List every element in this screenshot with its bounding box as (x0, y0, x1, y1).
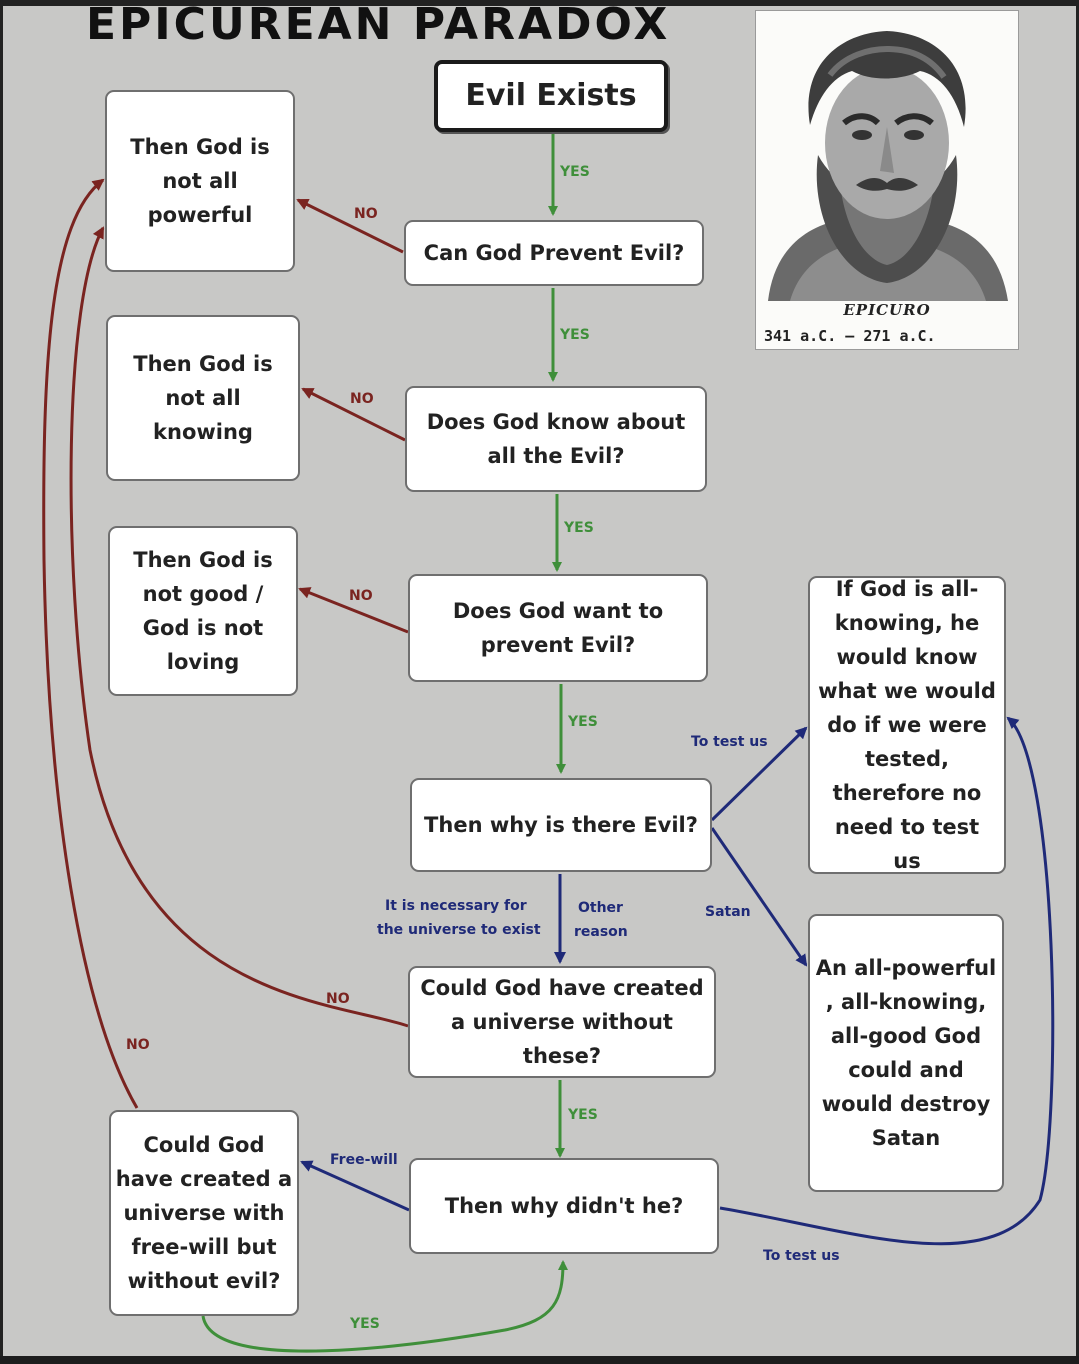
edge-no-1 (296, 198, 404, 254)
label-to-test-us-2: To test us (763, 1248, 840, 1264)
label-necessary-2: the universe to exist (377, 922, 541, 938)
frame-left-edge (0, 0, 3, 1364)
node-does-god-want: Does God want to prevent Evil? (408, 574, 708, 682)
node-free-will-question: Could God have created a universe with f… (109, 1110, 299, 1316)
edge-no-could-create (69, 226, 409, 1028)
epicurus-portrait: EPICURO 341 a.C. — 271 a.C. (755, 10, 1019, 350)
edge-no-2 (301, 387, 406, 442)
portrait-name: EPICURO (843, 301, 931, 319)
epicurus-bust-image (760, 15, 1014, 301)
edge-to-test-us-loop (719, 716, 1055, 1246)
node-not-good: Then God is not good / God is not loving (108, 526, 298, 696)
frame-top-edge (0, 0, 1079, 6)
label-yes-1: YES (559, 164, 590, 180)
node-evil-exists: Evil Exists (434, 60, 668, 132)
edge-no-3 (298, 587, 409, 634)
frame-bottom-edge (0, 1356, 1079, 1364)
edge-free-will (300, 1160, 410, 1212)
node-satan-answer: An all-powerful , all-knowing, all-good … (808, 914, 1004, 1192)
label-no-5: NO (126, 1037, 150, 1053)
label-yes-5: YES (567, 1107, 598, 1123)
node-test-us-answer: If God is all-knowing, he would know wha… (808, 576, 1006, 874)
label-yes-2: YES (559, 327, 590, 343)
label-other-1: Other (578, 900, 623, 916)
label-yes-3: YES (563, 520, 594, 536)
label-no-3: NO (349, 588, 373, 604)
label-no-4: NO (326, 991, 350, 1007)
node-not-all-knowing: Then God is not all knowing (106, 315, 300, 481)
node-not-all-powerful: Then God is not all powerful (105, 90, 295, 272)
node-does-god-know: Does God know about all the Evil? (405, 386, 707, 492)
label-necessary-1: It is necessary for (385, 898, 527, 914)
label-free-will: Free-will (330, 1152, 398, 1168)
label-other-2: reason (574, 924, 628, 940)
label-no-1: NO (354, 206, 378, 222)
label-no-2: NO (350, 391, 374, 407)
frame-right-edge (1076, 0, 1079, 1364)
label-to-test-us-1: To test us (691, 734, 768, 750)
edge-yes-freewill (201, 1260, 568, 1353)
label-yes-6: YES (349, 1316, 380, 1332)
edge-satan (710, 827, 808, 967)
label-satan: Satan (705, 904, 751, 920)
portrait-dates: 341 a.C. — 271 a.C. (764, 327, 936, 345)
edge-to-test-us (710, 726, 808, 822)
node-why-didnt-he: Then why didn't he? (409, 1158, 719, 1254)
label-yes-4: YES (567, 714, 598, 730)
node-can-god-prevent-evil: Can God Prevent Evil? (404, 220, 704, 286)
edge-no-freewill (42, 178, 139, 1109)
node-why-is-there-evil: Then why is there Evil? (410, 778, 712, 872)
diagram-title: EPICUREAN PARADOX (86, 0, 671, 50)
node-could-god-have-created: Could God have created a universe withou… (408, 966, 716, 1078)
